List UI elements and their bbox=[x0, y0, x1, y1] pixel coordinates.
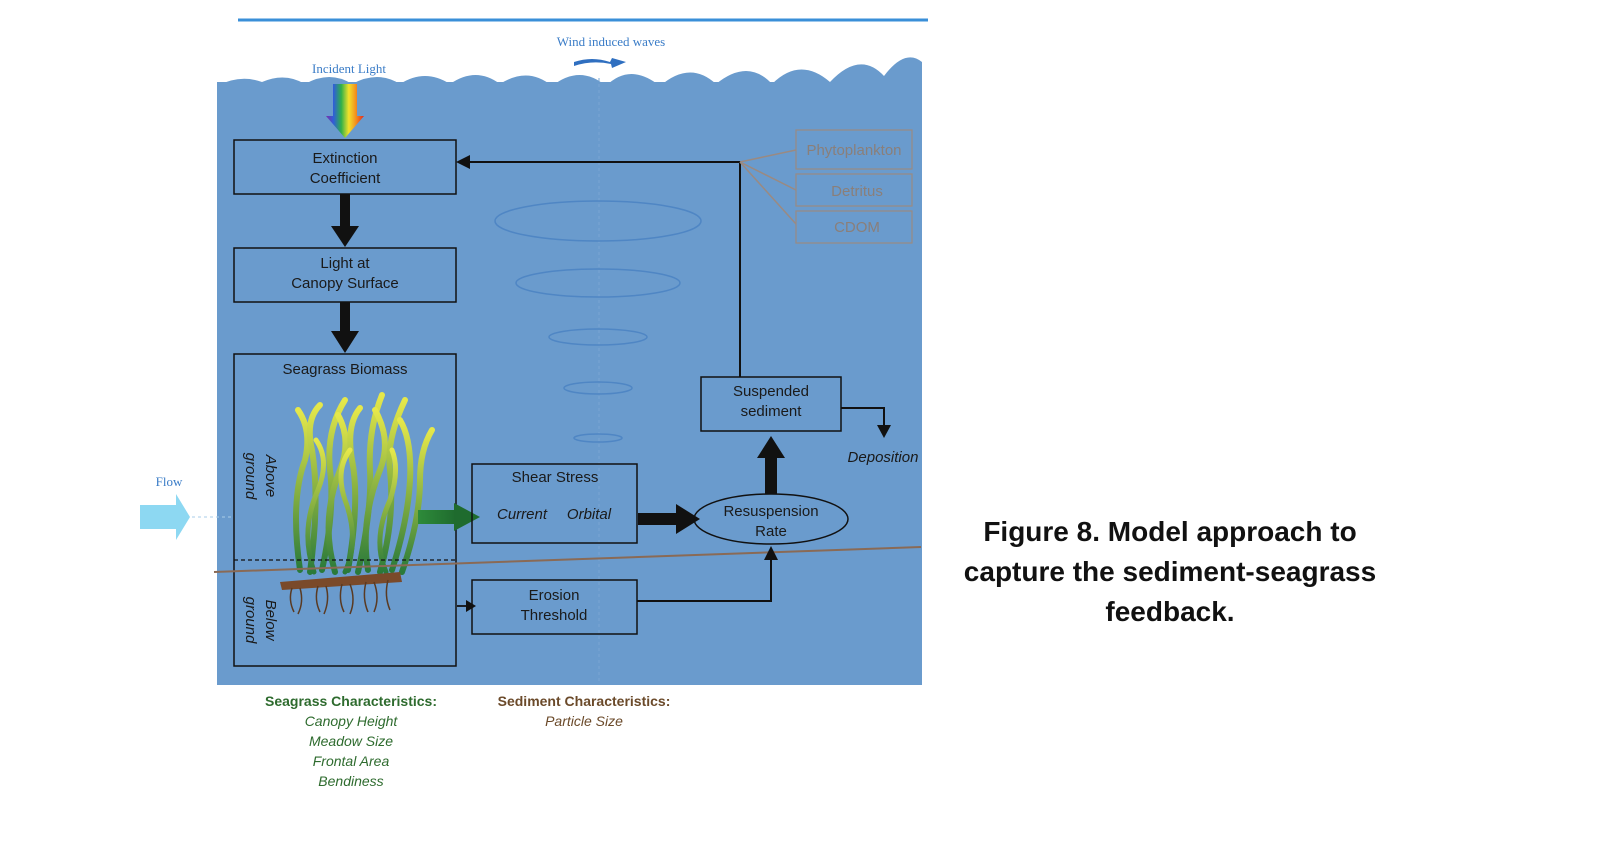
thin-arrow-head bbox=[466, 600, 476, 612]
cdom-label: CDOM bbox=[834, 219, 880, 236]
suspended-sediment-box bbox=[700, 376, 842, 432]
extinction-line-1: Extinction bbox=[312, 150, 377, 167]
sediment-characteristic-item: Particle Size bbox=[545, 713, 623, 729]
current-label: Current bbox=[497, 506, 548, 523]
caption-line-3: feedback. bbox=[1105, 596, 1235, 627]
seagrass-characteristics-title: Seagrass Characteristics: bbox=[265, 693, 437, 709]
thin-arrow-head bbox=[877, 425, 891, 438]
flow-label: Flow bbox=[156, 474, 183, 489]
seagrass-characteristic-item: Canopy Height bbox=[305, 713, 399, 729]
wind-waves-label: Wind induced waves bbox=[557, 34, 666, 49]
incident-light-label: Incident Light bbox=[312, 61, 386, 76]
sediment-characteristics-title: Sediment Characteristics: bbox=[498, 693, 671, 709]
orbital-ellipse bbox=[573, 433, 623, 443]
resuspension-line-2: Rate bbox=[755, 523, 787, 540]
suspended-line-1: Suspended bbox=[733, 383, 809, 400]
seabed-line bbox=[213, 546, 922, 573]
seagrass-characteristic-item: Frontal Area bbox=[313, 753, 390, 769]
thin-arrow-head bbox=[764, 546, 778, 560]
thick-arrow-shaft bbox=[340, 302, 350, 333]
light-canopy-line-2: Canopy Surface bbox=[291, 275, 399, 292]
below-ground-line-2: ground bbox=[242, 597, 259, 644]
shear-stress-box bbox=[471, 463, 638, 544]
thick-arrow-head bbox=[676, 504, 700, 534]
seagrass-biomass-title: Seagrass Biomass bbox=[282, 361, 407, 378]
thick-arrow-head bbox=[331, 331, 359, 353]
detritus-box bbox=[795, 173, 913, 207]
green-arrow-shaft bbox=[418, 510, 456, 524]
below-ground-line-1: Below bbox=[262, 600, 279, 642]
wind-arrow bbox=[574, 58, 626, 68]
orbital-ellipse bbox=[563, 381, 633, 395]
caption-line-1: Figure 8. Model approach to bbox=[983, 516, 1357, 547]
flow-arrow bbox=[140, 494, 190, 540]
thick-arrow-shaft bbox=[340, 194, 350, 228]
light-canopy-line-1: Light at bbox=[320, 255, 370, 272]
thick-arrow-shaft bbox=[638, 513, 678, 525]
erosion-line-2: Threshold bbox=[521, 607, 588, 624]
incident-light-arrow bbox=[326, 84, 364, 138]
detritus-label: Detritus bbox=[831, 183, 883, 200]
thick-arrow-head bbox=[331, 226, 359, 247]
cdom-box bbox=[795, 210, 913, 244]
above-ground-line-1: Above bbox=[262, 454, 279, 498]
seagrass-characteristic-item: Meadow Size bbox=[309, 733, 393, 749]
roots bbox=[289, 579, 391, 615]
wave-crests bbox=[217, 57, 922, 120]
thick-arrow-head bbox=[757, 436, 785, 458]
seagrass-illustration bbox=[293, 392, 435, 575]
orbital-ellipse bbox=[515, 268, 681, 298]
orbital-ellipse bbox=[548, 328, 648, 346]
deposition-label: Deposition bbox=[848, 449, 919, 466]
extinction-line-2: Coefficient bbox=[310, 170, 381, 187]
above-ground-line-2: ground bbox=[242, 453, 259, 500]
erosion-line-1: Erosion bbox=[529, 587, 580, 604]
resuspension-line-1: Resuspension bbox=[723, 503, 818, 520]
figure-caption: Figure 8. Model approach to capture the … bbox=[950, 512, 1390, 632]
orbital-label: Orbital bbox=[567, 506, 612, 523]
thick-arrow-shaft bbox=[765, 456, 777, 494]
phytoplankton-label: Phytoplankton bbox=[806, 142, 901, 159]
caption-line-2: capture the sediment-seagrass bbox=[963, 556, 1377, 587]
phytoplankton-box bbox=[795, 129, 913, 170]
suspended-line-2: sediment bbox=[741, 403, 803, 420]
green-arrow-head bbox=[454, 503, 480, 531]
shear-stress-title: Shear Stress bbox=[512, 469, 599, 486]
erosion-to-resuspension-line bbox=[637, 558, 772, 602]
orbital-ellipse bbox=[494, 200, 702, 242]
seagrass-characteristic-item: Bendiness bbox=[318, 773, 383, 789]
light-attenuator-connectors bbox=[739, 149, 797, 225]
deposition-line bbox=[841, 407, 885, 428]
rhizome bbox=[280, 572, 402, 590]
thin-arrow-head bbox=[456, 155, 470, 169]
